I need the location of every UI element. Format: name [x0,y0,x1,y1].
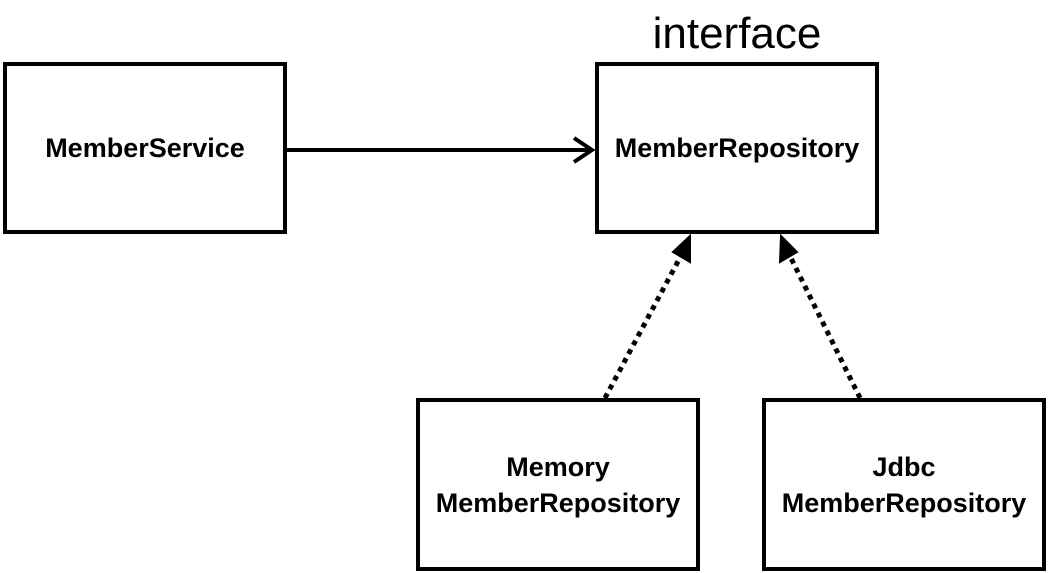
member-repository-node[interactable]: MemberRepository [595,62,879,234]
edge-jdbc-to-repository [778,233,863,400]
edge-memory-to-repository [602,233,691,400]
jdbc-member-repository-node[interactable]: Jdbc MemberRepository [762,398,1046,571]
member-repository-label: MemberRepository [614,133,860,163]
jdbc-repository-label-line2: MemberRepository [781,487,1027,518]
edge-service-to-repository [287,136,596,164]
member-service-label: MemberService [45,133,245,163]
memory-repository-label-line2: MemberRepository [435,487,681,518]
jdbc-repository-label-line1: Jdbc [872,451,936,482]
memory-repository-label-line1: Memory [506,451,610,482]
interface-stereotype-label: interface [652,9,822,58]
memory-member-repository-node[interactable]: Memory MemberRepository [416,398,700,571]
member-service-node[interactable]: MemberService [3,62,287,234]
